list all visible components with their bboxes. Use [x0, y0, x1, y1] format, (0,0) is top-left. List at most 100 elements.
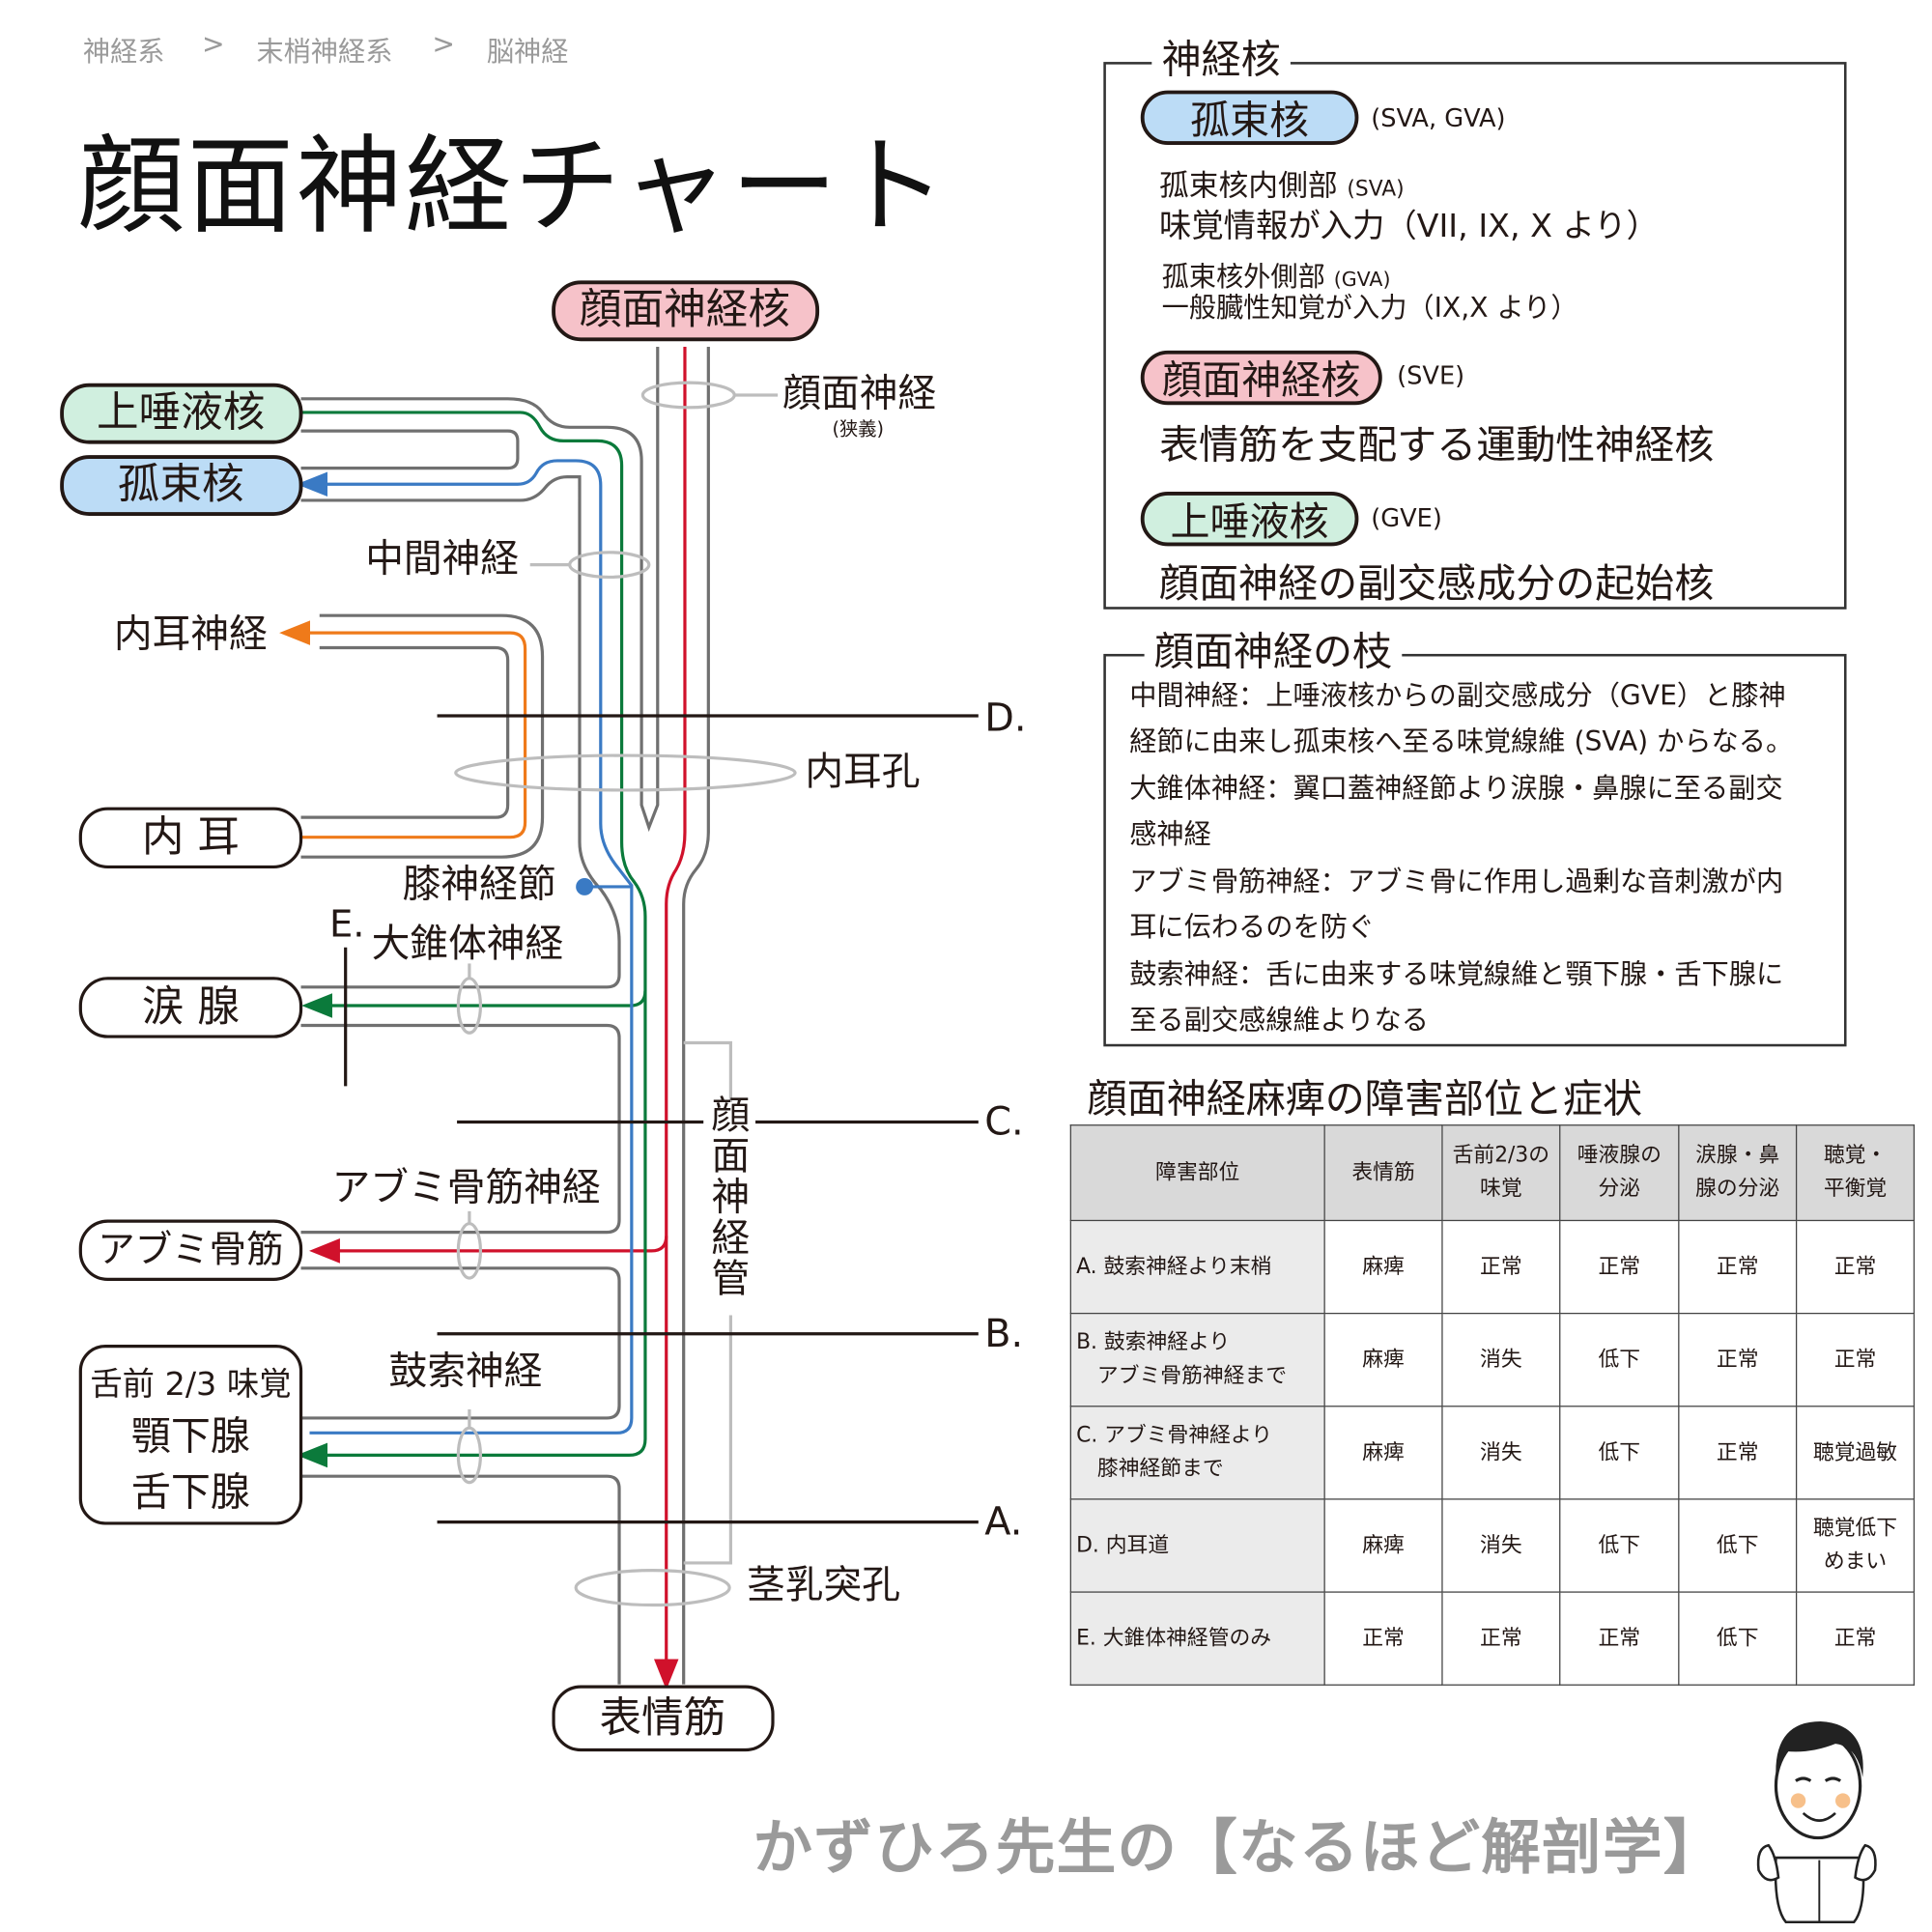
symptom-cell: 麻痺 [1323, 1498, 1443, 1593]
table-header-cell: 表情筋 [1323, 1124, 1443, 1222]
lateral-part-label: 孤束核外側部 [1161, 262, 1325, 294]
salivatory-pill: 上唾液核 [1140, 491, 1359, 547]
branch-text-line: 大錐体神経：翼口蓋神経節より涙腺・鼻腺に至る副交 [1129, 774, 1783, 806]
footer-brand: かずひろ先生の【なるほど解剖学】 [753, 1812, 1724, 1883]
medial-part-label: 孤束核内側部 [1158, 168, 1338, 204]
facial-nucleus-pill: 顔面神経核 [1140, 350, 1382, 406]
page-title: 顔面神経チャート [77, 125, 950, 249]
facial-nucleus-label: 顔面神経核 [580, 286, 790, 334]
symptom-cell: 正常 [1678, 1219, 1798, 1315]
breadcrumb-separator: > [432, 29, 456, 61]
salivatory-nucleus-label: 上唾液核 [97, 388, 265, 437]
symptom-cell: 聴覚過敏 [1795, 1406, 1916, 1500]
level-a-label: A. [984, 1500, 1022, 1545]
facial-nucleus-desc: 表情筋を支配する運動性神経核 [1158, 420, 1715, 469]
branch-text-line: アブミ骨筋神経：アブミ骨に作用し過剰な音刺激が内 [1129, 867, 1784, 898]
breadcrumb-item[interactable]: 神経系 [82, 37, 165, 69]
palsy-table: 障害部位表情筋舌前2/3の 味覚唾液腺の 分泌涙腺・鼻 腺の分泌聴覚・ 平衡覚 … [1069, 1124, 1916, 1686]
branch-text-line: 経節に由来し孤束核へ至る味覚線維 (SVA) からなる。 [1129, 726, 1794, 758]
symptom-cell: 正常 [1678, 1312, 1798, 1407]
symptom-cell: 正常 [1323, 1591, 1443, 1686]
geniculate-ganglion-dot [576, 877, 594, 895]
table-header-cell: 障害部位 [1069, 1124, 1325, 1222]
inner-ear-inner [300, 645, 510, 819]
svg-text:面: 面 [712, 1134, 751, 1179]
lesion-site-cell: E. 大錐体神経管のみ [1069, 1591, 1325, 1686]
lesion-site-cell: B. 鼓索神経より アブミ骨筋神経まで [1069, 1312, 1325, 1407]
lesion-site-cell: D. 内耳道 [1069, 1498, 1325, 1593]
symptom-cell: 正常 [1559, 1219, 1680, 1315]
stapedius-box [78, 1219, 303, 1281]
branch-text-line: 中間神経：上唾液核からの副交感成分（GVE）と膝神 [1129, 681, 1786, 713]
lateral-part-type: (GVA) [1333, 267, 1391, 292]
inner-ear-label: 内 耳 [142, 813, 240, 862]
intermediate-ring [568, 551, 651, 580]
tongue-muscle-wall [300, 1474, 621, 1685]
inner-ear-box [78, 807, 303, 869]
table-row: C. アブミ骨神経より 膝神経節まで麻痺消失低下正常聴覚過敏 [1069, 1406, 1916, 1500]
stylomastoid-label: 茎乳突孔 [747, 1563, 900, 1607]
submandibular-label: 顎下腺 [131, 1413, 250, 1460]
symptom-cell: 正常 [1441, 1219, 1561, 1315]
motor-fiber-red [653, 346, 687, 1690]
level-c-label: C. [984, 1100, 1023, 1145]
svg-text:管: 管 [712, 1257, 751, 1301]
breadcrumb-item[interactable]: 脳神経 [486, 37, 569, 69]
table-title: 顔面神経麻痺の障害部位と症状 [1087, 1074, 1643, 1122]
symptom-cell: 低下 [1678, 1498, 1798, 1593]
branch-text-line: 耳に伝わるのを防ぐ [1129, 912, 1376, 944]
table-header-cell: 唾液腺の 分泌 [1559, 1124, 1680, 1222]
symptom-cell: 麻痺 [1323, 1312, 1443, 1407]
greater-petrosal-label: 大錐体神経 [372, 922, 564, 966]
branch-text-line: 至る副交感線維よりなる [1129, 1006, 1429, 1037]
tongue-glands-box [78, 1344, 303, 1525]
chorda-fiber-green [297, 990, 647, 1468]
salivatory-type: (GVE) [1371, 502, 1442, 533]
svg-text:経: 経 [712, 1216, 751, 1261]
branch-text-line: 鼓索神経：舌に由来する味覚線維と顎下腺・舌下腺に [1129, 959, 1784, 991]
branch-text-line: 感神経 [1129, 819, 1211, 851]
trunk-inner-v [300, 346, 660, 833]
solitary-nucleus-label: 孤束核 [118, 461, 244, 509]
symptom-cell: 低下 [1559, 1498, 1680, 1593]
stapedius-fiber-red [308, 1236, 668, 1264]
salivatory-solitary-loop [300, 429, 520, 470]
mascot-illustration [1756, 1721, 1877, 1924]
stapedius-label: アブミ骨筋 [98, 1229, 283, 1272]
trunk-right-wall [682, 346, 710, 1685]
level-d-label: D. [984, 696, 1026, 741]
solitary-type: (SVA, GVA) [1371, 102, 1506, 133]
table-row: A. 鼓索神経より末梢麻痺正常正常正常正常 [1069, 1219, 1916, 1315]
nuclei-legend-title: 神経核 [1151, 37, 1291, 82]
taste-fiber-blue [297, 459, 634, 1435]
medial-part: 孤束核内側部 (SVA) [1159, 161, 1405, 205]
level-b-label: B. [984, 1312, 1023, 1356]
symptom-cell: 正常 [1559, 1591, 1680, 1686]
inner-ear-outer [300, 613, 545, 859]
lesion-site-cell: C. アブミ骨神経より 膝神経節まで [1069, 1406, 1325, 1500]
symptom-cell: 麻痺 [1323, 1219, 1443, 1315]
narrow-sense-label: (狭義) [833, 417, 884, 440]
symptom-cell: 低下 [1559, 1406, 1680, 1500]
table-row: D. 内耳道麻痺消失低下低下聴覚低下 めまい [1069, 1498, 1916, 1593]
salivatory-desc: 顔面神経の副交感成分の起始核 [1158, 559, 1715, 608]
lacrimal-label: 涙 腺 [142, 983, 240, 1032]
table-header-row: 障害部位表情筋舌前2/3の 味覚唾液腺の 分泌涙腺・鼻 腺の分泌聴覚・ 平衡覚 [1069, 1124, 1916, 1222]
vestibulocochlear-label: 内耳神経 [114, 611, 268, 656]
symptom-cell: 正常 [1795, 1591, 1916, 1686]
symptom-cell: 消失 [1441, 1312, 1561, 1407]
breadcrumb-item[interactable]: 末梢神経系 [256, 37, 393, 69]
svg-text:神: 神 [712, 1176, 751, 1220]
medial-part-desc: 味覚情報が入力（VII, IX, X より） [1158, 208, 1659, 245]
expression-muscle-label: 表情筋 [600, 1694, 726, 1743]
intermediate-nerve-label: 中間神経 [365, 536, 519, 581]
geniculate-label: 膝神経節 [403, 862, 556, 906]
symptom-cell: 低下 [1559, 1312, 1680, 1407]
internal-meatus-ring [454, 753, 797, 792]
medial-part-type: (SVA) [1347, 177, 1405, 202]
symptom-cell: 正常 [1678, 1406, 1798, 1500]
table-row: B. 鼓索神経より アブミ骨筋神経まで麻痺消失低下正常正常 [1069, 1312, 1916, 1407]
lateral-part-desc: 一般臓性知覚が入力（IX,X より） [1161, 293, 1578, 325]
stylomastoid-ring [574, 1569, 731, 1607]
